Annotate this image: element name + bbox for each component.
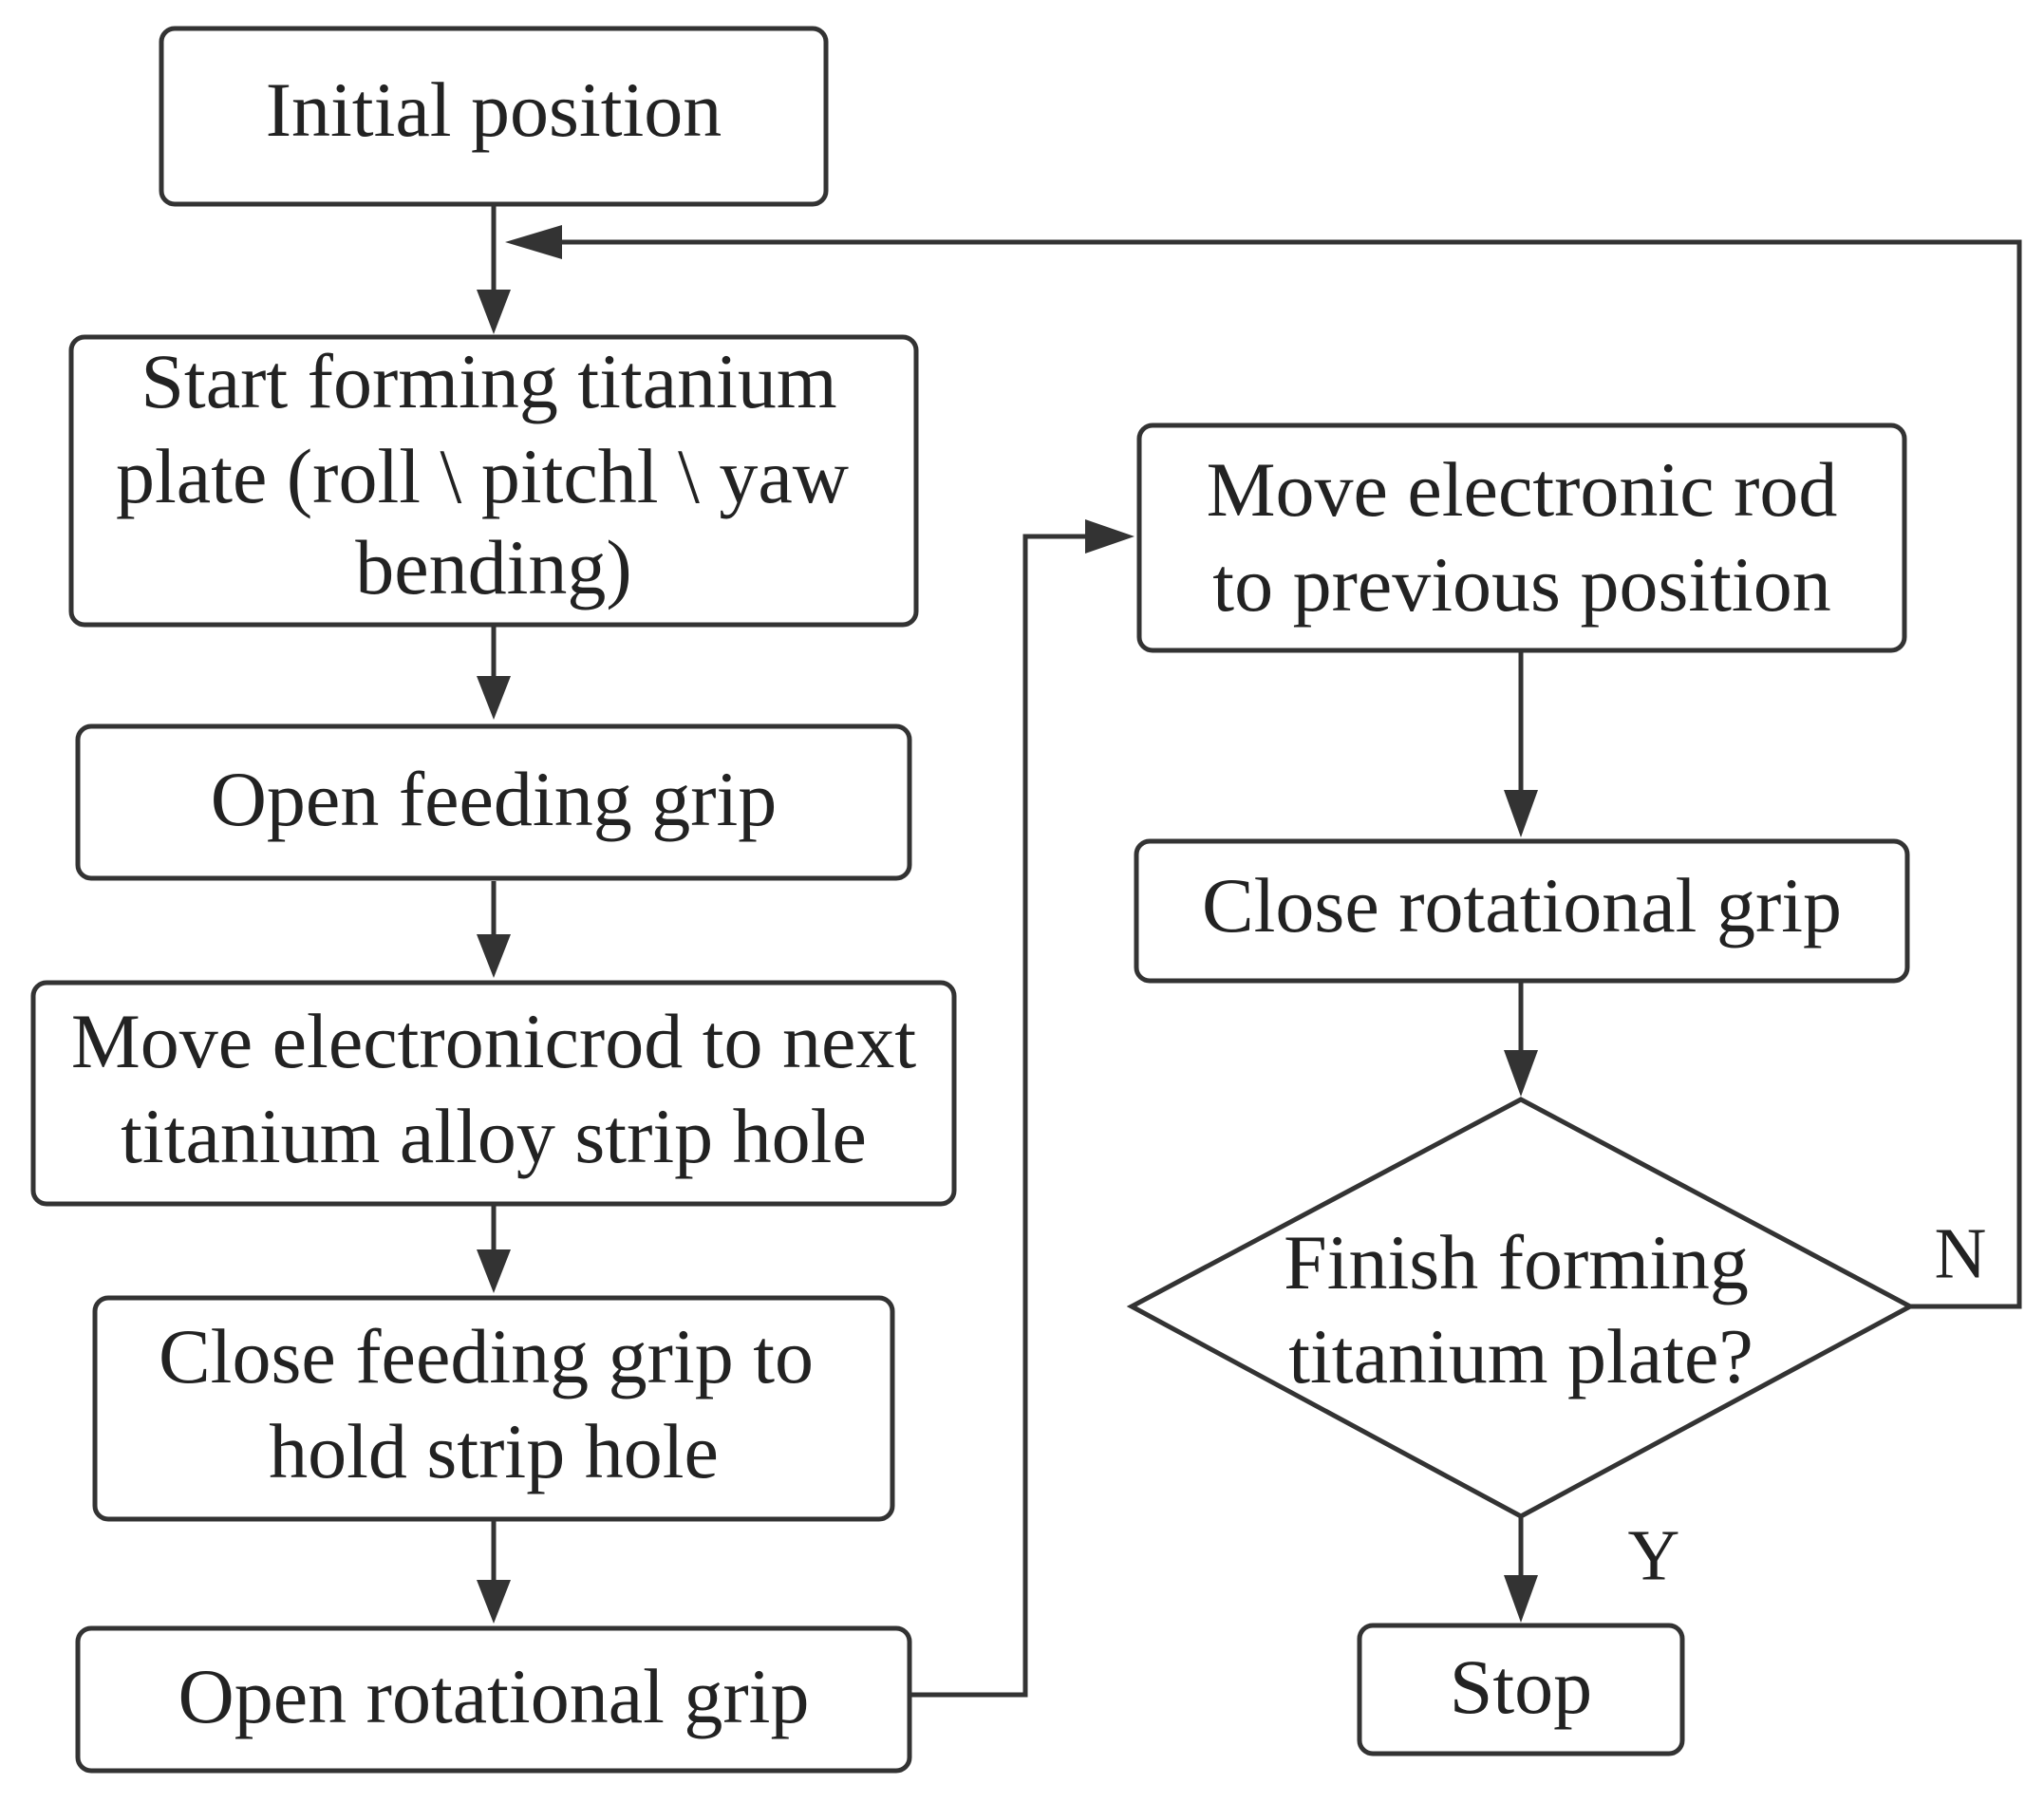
edge-label-yes: Y [1628,1515,1680,1595]
process-box [30,980,957,1207]
decision-diamond [1126,1097,1916,1519]
node-close-feeding-grip: Close feeding grip to hold strip hole [92,1295,895,1522]
node-open-rotational-grip: Open rotational grip [75,1625,912,1774]
node-move-rod-next: Move electronicrod to next titanium allo… [30,980,957,1207]
edge-decision-loop-back [555,239,2022,1309]
process-box [1134,838,1910,984]
process-box [1136,423,1907,653]
node-label-line-2: titanium plate? [1288,1313,1753,1399]
arrowhead-icon [477,1580,511,1624]
arrowhead-icon [1504,790,1538,837]
process-box [75,1625,912,1774]
process-box [68,334,919,628]
process-box [159,26,829,207]
node-label-line-2: to previous position [1212,541,1830,628]
arrowhead-icon [477,934,511,978]
arrowhead-icon [505,225,562,259]
node-finish-decision: Finish forming titanium plate? [1126,1097,1916,1519]
node-label-line-2: plate (roll \ pitchl \ yaw [116,433,849,519]
node-label-line-1: Finish forming [1284,1219,1749,1305]
node-label-line-1: Close feeding grip to [159,1313,814,1399]
node-open-feeding-grip: Open feeding grip [75,723,912,881]
node-label: Close rotational grip [1202,862,1842,948]
node-move-rod-previous: Move electronic rod to previous position [1136,423,1907,653]
edges [477,204,2022,1698]
node-label: Initial position [266,66,722,153]
process-box [75,723,912,881]
arrowhead-icon [477,676,511,720]
node-start-forming: Start forming titanium plate (roll \ pit… [68,334,919,628]
node-label-line-2: hold strip hole [269,1408,719,1494]
arrowhead-icon [1504,1575,1538,1623]
terminal-box [1357,1623,1685,1756]
node-initial-position: Initial position [159,26,829,207]
node-label-line-2: titanium alloy strip hole [121,1093,867,1179]
arrowhead-icon [1504,1050,1538,1097]
node-label-line-3: bending) [355,524,631,610]
process-box [92,1295,895,1522]
edge-open-rotational-to-move-previous [909,534,1092,1698]
node-label-line-1: Start forming titanium [141,338,836,424]
node-stop: Stop [1357,1623,1685,1756]
node-label: Open feeding grip [211,756,778,842]
arrowhead-icon [1085,519,1135,554]
node-label: Stop [1450,1643,1592,1730]
node-label-line-1: Move electronic rod [1207,446,1838,533]
node-label: Open rotational grip [178,1653,810,1739]
edge-label-no: N [1935,1213,1987,1293]
arrowhead-icon [477,290,511,334]
arrowhead-icon [477,1249,511,1293]
node-label-line-1: Move electronicrod to next [71,998,917,1084]
node-close-rotational-grip: Close rotational grip [1134,838,1910,984]
